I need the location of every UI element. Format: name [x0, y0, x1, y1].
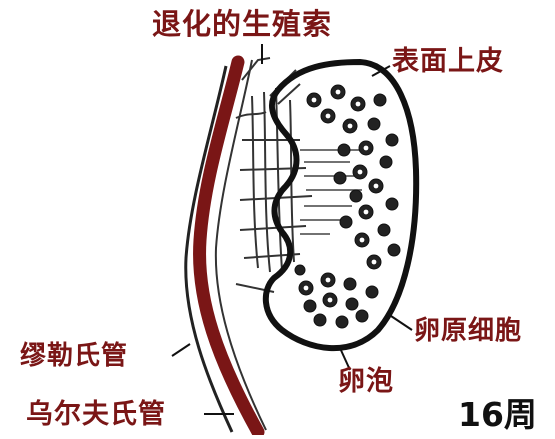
follicle-cell-centers — [304, 90, 379, 303]
label-follicle: 卵泡 — [338, 368, 394, 395]
label-oogonia: 卵原细胞 — [414, 318, 522, 344]
label-surface-epithelium: 表面上皮 — [392, 48, 504, 75]
leader-oogonia — [388, 314, 412, 330]
label-mullerian-duct: 缪勒氏管 — [20, 343, 128, 369]
label-wolffian-duct: 乌尔夫氏管 — [26, 401, 166, 428]
label-regressed-sex-cords: 退化的生殖索 — [152, 10, 332, 39]
stage-label: 16周 — [458, 398, 537, 431]
leader-muller — [172, 344, 190, 356]
